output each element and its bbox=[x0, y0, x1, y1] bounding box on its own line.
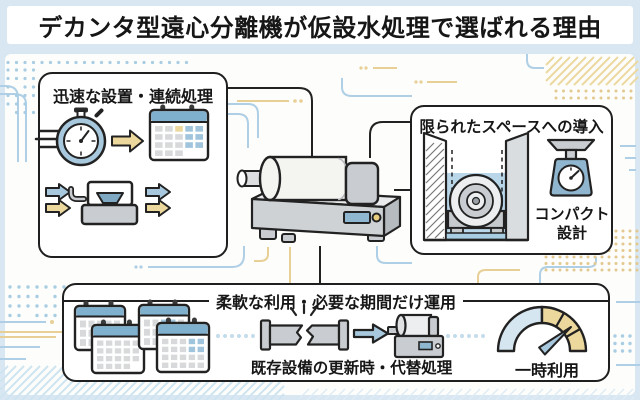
panel-limited-space: 限られたスペースへの導入 コンパクト 設計 bbox=[410, 105, 613, 255]
compact-design-caption: コンパクト 設計 bbox=[534, 206, 610, 242]
panel-flex-title-row: 柔軟な利用・必要な期間だけ運用 bbox=[63, 289, 610, 313]
temporary-use-caption: 一時利用 bbox=[514, 363, 579, 380]
title-rule-right bbox=[463, 300, 610, 302]
replace-use-caption: 既存設備の更新時・代替処理 bbox=[250, 360, 453, 377]
panel-rapid-title: 迅速な設置・連続処理 bbox=[52, 89, 213, 106]
page-title: デカンタ型遠心分離機が仮設水処理で選ばれる理由 bbox=[38, 14, 602, 42]
panel-flexible-use: 柔軟な利用・必要な期間だけ運用 既存設備の更新時・代替処理 一時利用 bbox=[62, 283, 610, 382]
panel-rapid-setup: 迅速な設置・連続処理 bbox=[38, 72, 228, 258]
title-rule-left bbox=[63, 300, 209, 302]
panel-flex-title: 柔軟な利用・必要な期間だけ運用 bbox=[216, 295, 457, 312]
title-banner: デカンタ型遠心分離機が仮設水処理で選ばれる理由 bbox=[7, 6, 633, 44]
panel-space-title: 限られたスペースへの導入 bbox=[419, 119, 604, 136]
